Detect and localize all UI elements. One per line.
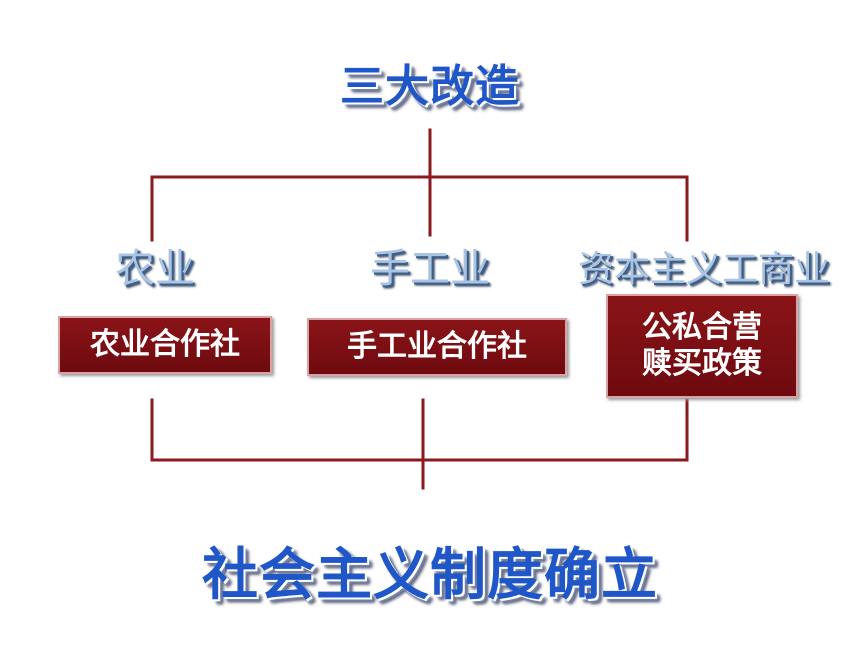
box-text-line-1: 公私合营 (642, 310, 762, 345)
box-text-line-2: 赎买政策 (642, 346, 762, 381)
branch-label-handicraft: 手工业 (370, 246, 490, 292)
box-handicraft-cooperative: 手工业合作社 (307, 318, 567, 376)
branch-label-agriculture: 农业 (115, 246, 195, 292)
box-text: 农业合作社 (90, 327, 240, 362)
box-agricultural-cooperative: 农业合作社 (58, 316, 272, 374)
box-text: 手工业合作社 (347, 329, 527, 364)
box-joint-state-private-policy: 公私合营 赎买政策 (606, 294, 798, 398)
branch-label-capitalist-commerce: 资本主义工商业 (578, 249, 831, 290)
result-title: 社会主义制度确立 (202, 543, 658, 608)
diagram-title: 三大改造 (340, 61, 520, 112)
